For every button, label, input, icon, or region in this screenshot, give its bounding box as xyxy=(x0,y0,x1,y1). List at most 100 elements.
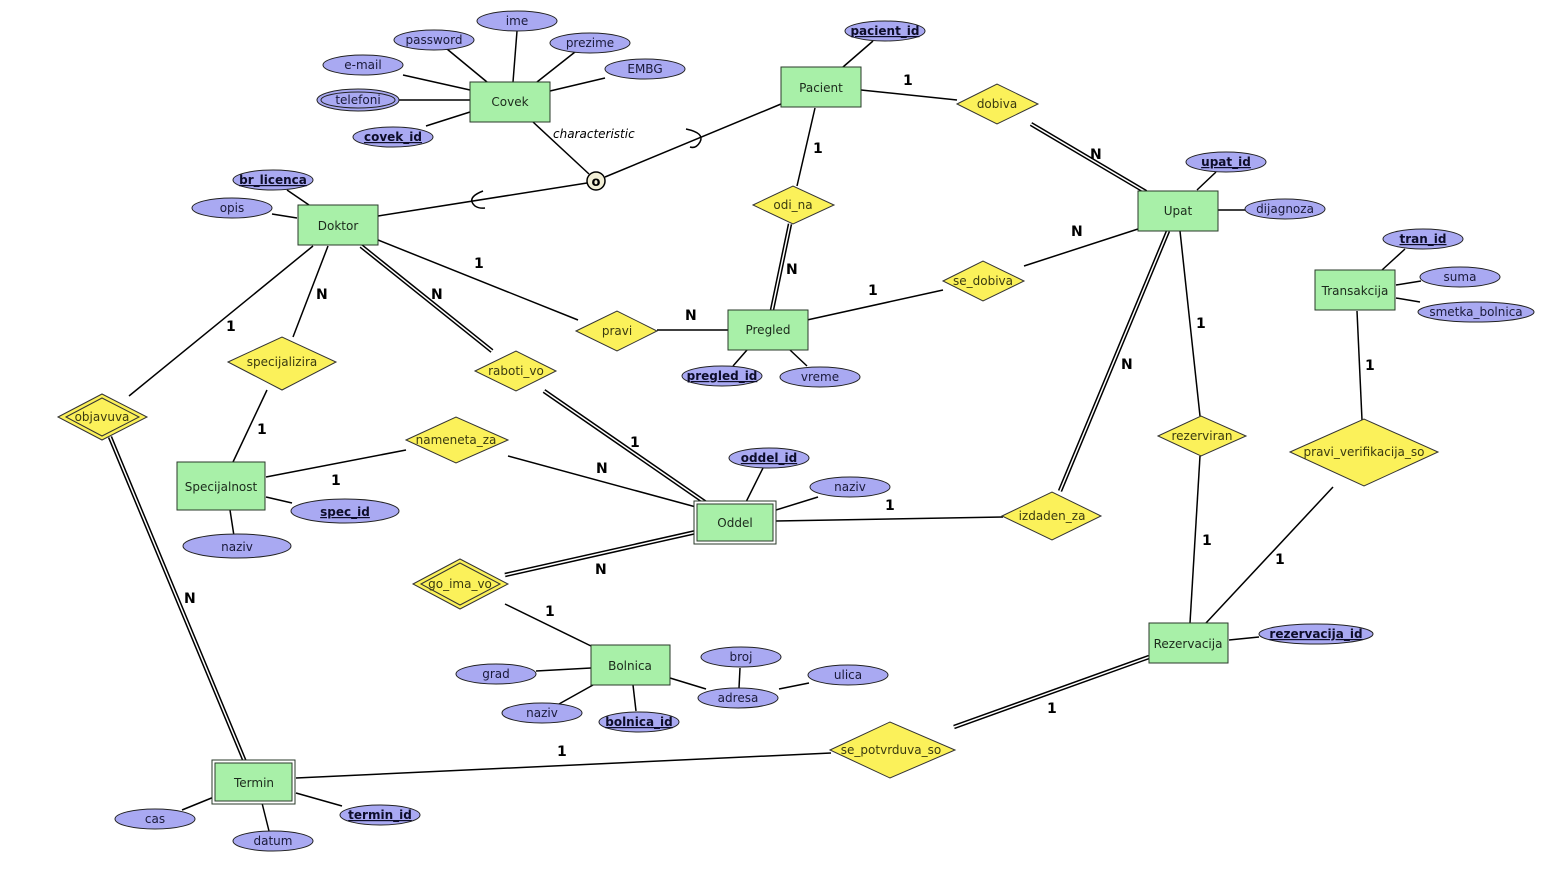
entity-label: Pacient xyxy=(799,81,843,95)
attribute-label: ime xyxy=(506,14,528,28)
disjoint-symbol: o xyxy=(592,175,601,190)
relationship-odi-na[interactable]: odi_na xyxy=(751,185,836,225)
relationship-dobiva[interactable]: dobiva xyxy=(955,83,1040,125)
attribute-adresa[interactable]: adresa xyxy=(697,687,779,709)
attribute-ulica[interactable]: ulica xyxy=(807,664,889,686)
relationship-label: odi_na xyxy=(773,198,812,212)
relationship-raboti-vo[interactable]: raboti_vo xyxy=(473,350,558,392)
attribute-label: naziv xyxy=(221,540,253,554)
disjoint-circle xyxy=(586,171,606,191)
cardinality-label: 1 xyxy=(903,73,913,89)
cardinality-label: N xyxy=(596,461,608,477)
attribute-bolnica-naziv[interactable]: naziv xyxy=(501,702,583,724)
entity-specijalnost[interactable]: Specijalnost xyxy=(176,461,266,511)
cardinality-label: 1 xyxy=(868,283,878,299)
attribute-grad[interactable]: grad xyxy=(455,663,537,685)
attribute-password[interactable]: password xyxy=(393,29,475,51)
specialization: o characteristic xyxy=(470,127,702,209)
cardinality-label: N xyxy=(316,287,328,303)
relationship-label: nameneta_za xyxy=(416,433,497,447)
attribute-label: covek_id xyxy=(364,130,422,145)
attribute-oddel-naziv[interactable]: naziv xyxy=(809,476,891,498)
cardinality-label: 1 xyxy=(557,744,567,760)
attribute-telefoni[interactable]: telefoni xyxy=(316,88,400,112)
relationship-izdaden-za[interactable]: izdaden_za xyxy=(1000,491,1103,541)
cardinality-label: 1 xyxy=(474,256,484,272)
entity-termin[interactable]: Termin xyxy=(211,759,296,805)
relationship-go-ima-vo[interactable]: go_ima_vo xyxy=(411,558,510,610)
attribute-prezime[interactable]: prezime xyxy=(549,32,631,54)
attribute-embg[interactable]: EMBG xyxy=(604,58,686,80)
attribute-label: bolnica_id xyxy=(605,715,673,730)
attribute-label: suma xyxy=(1444,270,1477,284)
attribute-label: EMBG xyxy=(627,62,662,76)
entity-pacient[interactable]: Pacient xyxy=(780,66,862,108)
attribute-ime[interactable]: ime xyxy=(476,10,558,32)
attribute-termin-id[interactable]: termin_id xyxy=(339,804,421,826)
relationship-objavuva[interactable]: objavuva xyxy=(56,393,149,441)
relationship-label: raboti_vo xyxy=(488,364,544,378)
entity-transakcija[interactable]: Transakcija xyxy=(1314,269,1396,311)
cardinality-label: N xyxy=(1121,357,1133,373)
attribute-smetka-bolnica[interactable]: smetka_bolnica xyxy=(1417,301,1535,323)
cardinality-label: 1 xyxy=(630,435,640,451)
attribute-pacient-id[interactable]: pacient_id xyxy=(844,20,926,42)
relationship-label: izdaden_za xyxy=(1019,509,1086,523)
relationship-rezerviran[interactable]: rezerviran xyxy=(1156,415,1248,457)
attribute-datum[interactable]: datum xyxy=(232,830,314,852)
cardinality-label: 1 xyxy=(226,319,236,335)
relationship-label: se_potvrduva_so xyxy=(841,743,941,757)
cardinality-label: 1 xyxy=(257,422,267,438)
attribute-dijagnoza[interactable]: dijagnoza xyxy=(1244,198,1326,220)
attribute-email[interactable]: e-mail xyxy=(322,54,404,76)
attribute-upat-id[interactable]: upat_id xyxy=(1185,151,1267,173)
attribute-bolnica-id[interactable]: bolnica_id xyxy=(598,711,680,733)
cardinality-label: N xyxy=(685,308,697,324)
attribute-label: smetka_bolnica xyxy=(1429,305,1522,319)
attribute-covek-id[interactable]: covek_id xyxy=(352,126,434,148)
cardinality-label: 1 xyxy=(885,498,895,514)
specialization-predicate: characteristic xyxy=(553,127,635,141)
attribute-tran-id[interactable]: tran_id xyxy=(1382,228,1464,250)
attribute-spec-naziv[interactable]: naziv xyxy=(182,533,292,559)
relationship-label: specijalizira xyxy=(247,355,317,369)
entity-doktor[interactable]: Doktor xyxy=(297,204,379,246)
entity-label: Oddel xyxy=(717,516,752,530)
entity-oddel[interactable]: Oddel xyxy=(693,500,777,545)
relationship-specijalizira[interactable]: specijalizira xyxy=(226,336,338,391)
relationship-pravi[interactable]: pravi xyxy=(574,310,659,352)
attribute-pregled-id[interactable]: pregled_id xyxy=(681,365,763,387)
attribute-label: telefoni xyxy=(335,93,380,107)
attribute-oddel-id[interactable]: oddel_id xyxy=(728,447,810,469)
attribute-label: pacient_id xyxy=(850,24,919,39)
attribute-rezervacija-id[interactable]: rezervacija_id xyxy=(1258,623,1374,645)
cardinality-label: 1 xyxy=(1047,701,1057,717)
cardinality-label: 1 xyxy=(1365,358,1375,374)
relationship-label: dobiva xyxy=(977,97,1017,111)
entity-rezervacija[interactable]: Rezervacija xyxy=(1148,622,1229,664)
entity-label: Covek xyxy=(491,95,528,109)
entity-covek[interactable]: Covek xyxy=(469,81,551,123)
relationship-nameneta-za[interactable]: nameneta_za xyxy=(404,416,510,464)
attribute-suma[interactable]: suma xyxy=(1419,266,1501,288)
attribute-label: br_licenca xyxy=(239,173,307,188)
attribute-label: vreme xyxy=(801,370,839,384)
attribute-vreme[interactable]: vreme xyxy=(779,366,861,388)
relationship-label: rezerviran xyxy=(1172,429,1233,443)
entity-upat[interactable]: Upat xyxy=(1137,190,1219,232)
entity-label: Upat xyxy=(1164,204,1193,218)
attribute-spec-id[interactable]: spec_id xyxy=(290,498,400,524)
relationship-se-dobiva[interactable]: se_dobiva xyxy=(941,260,1026,302)
entity-pregled[interactable]: Pregled xyxy=(727,309,809,351)
attribute-label: e-mail xyxy=(344,58,381,72)
attribute-broj[interactable]: broj xyxy=(700,646,782,668)
attribute-cas[interactable]: cas xyxy=(114,808,196,830)
relationship-pravi-verifikacija-so[interactable]: pravi_verifikacija_so xyxy=(1288,418,1440,487)
entity-bolnica[interactable]: Bolnica xyxy=(590,644,671,686)
cardinality-label: 1 xyxy=(1196,316,1206,332)
attribute-opis[interactable]: opis xyxy=(191,197,273,219)
cardinality-label: N xyxy=(786,262,798,278)
attribute-br-licenca[interactable]: br_licenca xyxy=(232,169,314,191)
relationship-se-potvrduva-so[interactable]: se_potvrduva_so xyxy=(828,721,957,779)
